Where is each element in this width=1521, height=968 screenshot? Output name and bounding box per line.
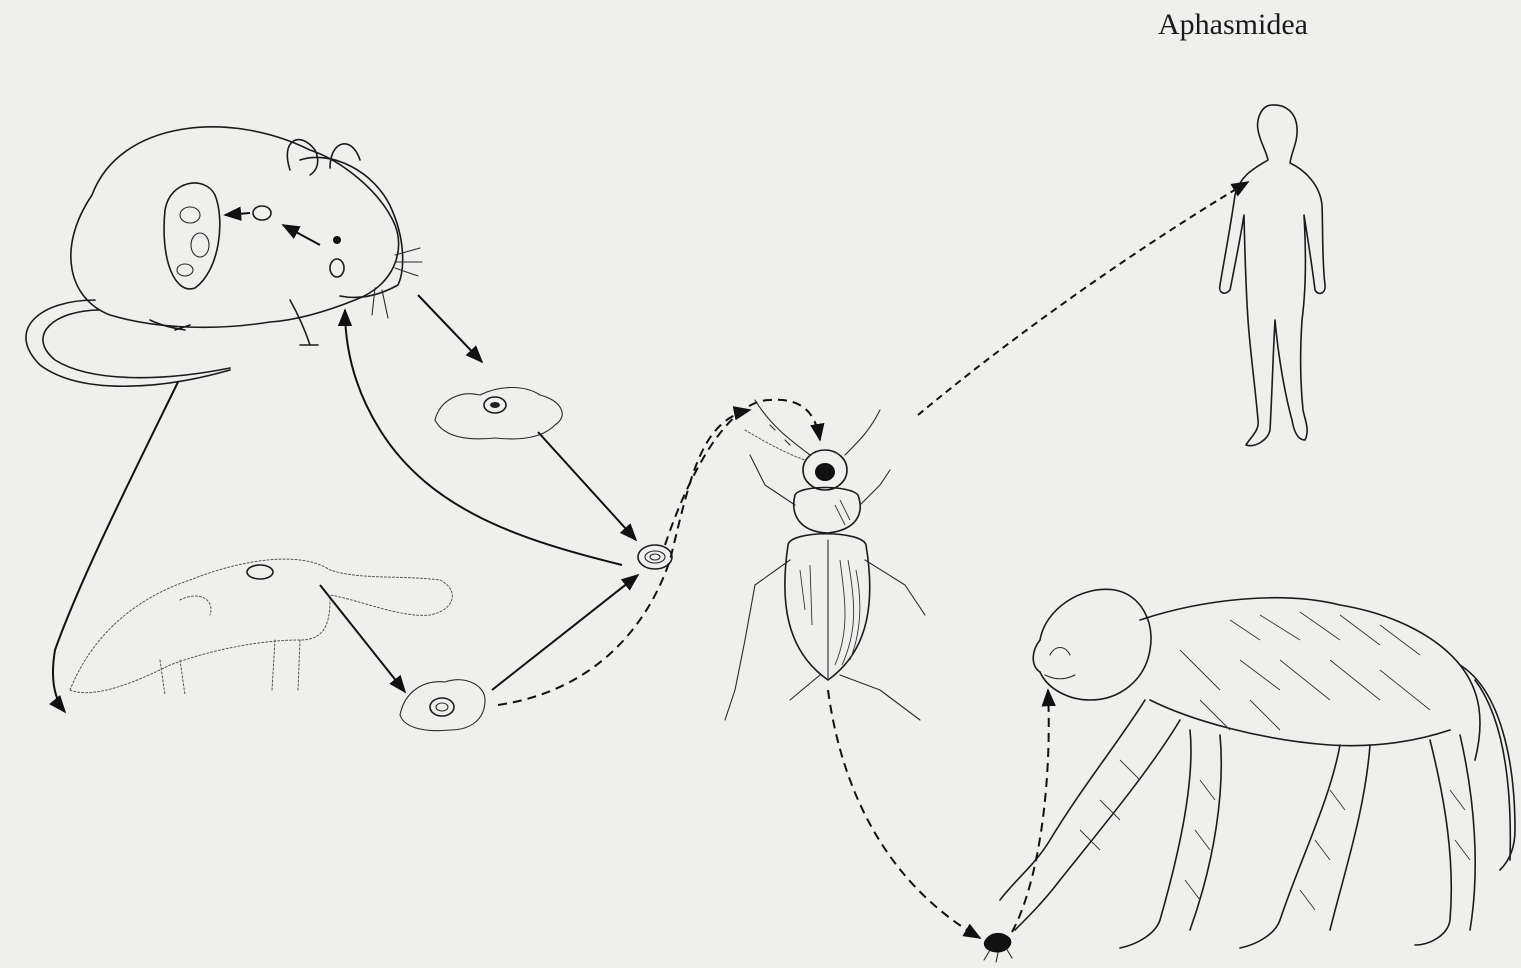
egg-stage: [638, 545, 672, 569]
arrow-anteater-to-feces: [320, 585, 405, 692]
monkey-illustration: [984, 589, 1515, 962]
arrow-beetle-to-human: [918, 182, 1248, 415]
feces-egg-1: [435, 388, 562, 439]
arrow-feces2-to-egg: [492, 575, 638, 690]
arrow-egg-to-rat: [345, 310, 622, 565]
human-silhouette: [1220, 105, 1325, 446]
rat-illustration: [26, 127, 422, 386]
arrow-beetle-to-monkey: [828, 690, 980, 938]
arrow-egg-to-beetle: [665, 400, 820, 545]
beetle-illustration: [725, 400, 925, 720]
anteater-illustration: [70, 559, 452, 695]
arrow-feces2-to-beetle: [498, 410, 750, 705]
arrow-rat-to-feces: [418, 295, 482, 362]
arrow-feces-to-egg: [538, 432, 636, 540]
feces-egg-2: [400, 680, 485, 731]
arrow-hand-to-mouth: [1012, 690, 1049, 932]
life-cycle-arrows: [53, 182, 1248, 938]
arrow-rat-to-anteater: [53, 382, 178, 712]
